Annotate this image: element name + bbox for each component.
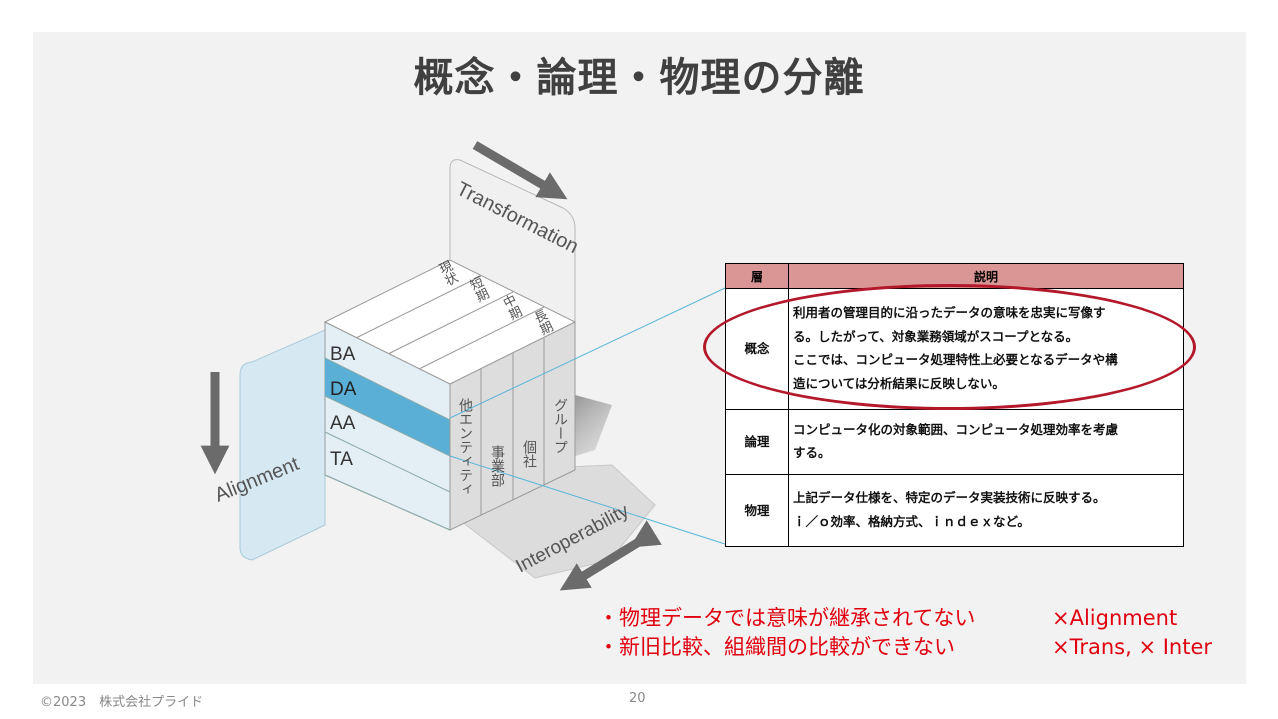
- table-row: 物理 上記データ仕様を、特定のデータ実装技術に反映する。 ｉ／ｏ効率、格納方式、…: [725, 474, 1184, 547]
- transformation-arrow: [472, 141, 568, 200]
- header-description: 説明: [788, 263, 1184, 289]
- connector-line-bottom: [449, 455, 726, 545]
- description-line: する。: [793, 445, 831, 460]
- header-layer: 層: [725, 263, 789, 289]
- page-number: 20: [629, 691, 646, 706]
- layer-da-highlight: [325, 358, 450, 456]
- layer-label-da: DA: [330, 379, 357, 400]
- note-text: ・新旧比較、組織間の比較ができない: [598, 635, 955, 659]
- row-layer-conceptual: 概念: [725, 288, 789, 410]
- description-line: る。したがって、対象業務領域がスコープとなる。: [793, 328, 1079, 344]
- layer-label-ta: TA: [330, 449, 353, 470]
- layer-label-ba: BA: [330, 344, 356, 365]
- footer-copyright: ©2023 株式会社プライド: [40, 695, 204, 710]
- connector-line-top: [449, 287, 726, 419]
- layer-label-aa: AA: [330, 413, 356, 434]
- description-line: ｉ／ｏ効率、格納方式、ｉｎｄｅｘなど。: [793, 513, 1030, 529]
- slide-title: 概念・論理・物理の分離: [413, 55, 865, 101]
- description-line: ここでは、コンピュータ処理特性上必要となるデータや構: [793, 352, 1118, 367]
- interoperability-arrow: [559, 520, 662, 591]
- description-line: 造については分析結果に反映しない。: [793, 375, 1005, 391]
- note-tag: ×Trans, × Inter: [1052, 635, 1213, 659]
- row-layer-logical: 論理: [725, 409, 789, 475]
- table-header-row: 層 説明: [725, 263, 1184, 289]
- note-tag: ×Alignment: [1052, 606, 1178, 630]
- scope-label-company: 個社: [521, 440, 537, 468]
- layer-description-table: 層 説明 概念 利用者の管理目的に沿ったデータの意味を忠実に写像す る。したがっ…: [725, 263, 1184, 547]
- table-row: 論理 コンピュータ化の対象範囲、コンピュータ処理効率を考慮 する。: [725, 409, 1184, 475]
- row-description-conceptual: 利用者の管理目的に沿ったデータの意味を忠実に写像す る。したがって、対象業務領域…: [788, 288, 1184, 410]
- table-row: 概念 利用者の管理目的に沿ったデータの意味を忠実に写像す る。したがって、対象業…: [725, 288, 1184, 410]
- note-text: ・物理データでは意味が継承されてない: [598, 606, 976, 630]
- scope-label-division: 事業部: [489, 445, 505, 487]
- row-description-physical: 上記データ仕様を、特定のデータ実装技術に反映する。 ｉ／ｏ効率、格納方式、ｉｎｄ…: [788, 474, 1184, 547]
- description-line: 利用者の管理目的に沿ったデータの意味を忠実に写像す: [793, 305, 1106, 320]
- description-line: 上記データ仕様を、特定のデータ実装技術に反映する。: [793, 490, 1106, 505]
- row-description-logical: コンピュータ化の対象範囲、コンピュータ処理効率を考慮 する。: [788, 409, 1184, 475]
- scope-label-other-entity: 他エンティティ: [457, 398, 473, 496]
- description-line: コンピュータ化の対象範囲、コンピュータ処理効率を考慮: [793, 421, 1119, 437]
- scope-label-group: グループ: [552, 398, 568, 454]
- row-layer-physical: 物理: [725, 474, 789, 547]
- alignment-plane: [239, 329, 326, 561]
